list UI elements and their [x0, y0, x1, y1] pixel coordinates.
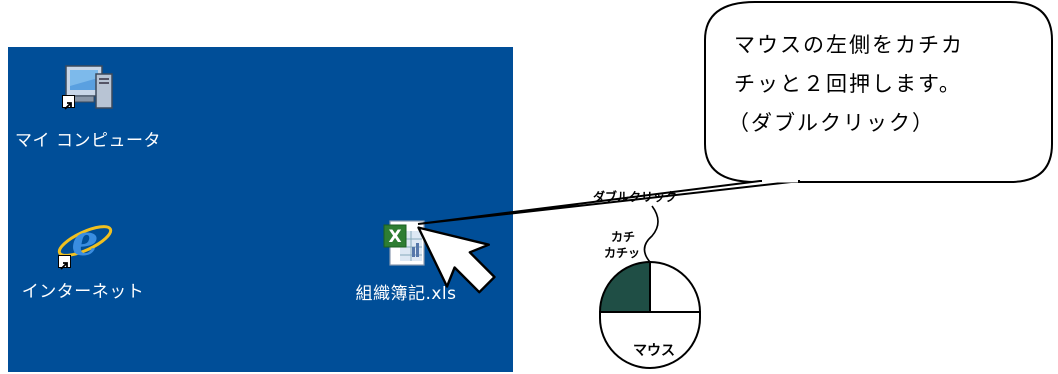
my-computer-icon — [65, 65, 113, 109]
desktop-icon-my-computer[interactable]: マイ コンピュータ — [8, 60, 168, 151]
desktop-icon-label: マイ コンピュータ — [15, 131, 161, 151]
internet-explorer-icon: e — [57, 216, 113, 265]
callout-line: マウスの左側をカチカ — [734, 33, 964, 57]
svg-text:X: X — [388, 227, 401, 247]
shortcut-arrow-icon — [62, 95, 75, 110]
callout-text: マウスの左側をカチカ チッと２回押します。 （ダブルクリック） — [728, 26, 1058, 143]
desktop: マイ コンピュータ e インターネット X 組織簿記.xls — [8, 47, 513, 372]
click-sound-label-2: カチッ — [604, 246, 641, 260]
mouse-double-click-label: ダブルクリック — [593, 190, 678, 204]
desktop-icon-excel-file[interactable]: X 組織簿記.xls — [326, 217, 486, 304]
mouse-icon — [598, 205, 702, 369]
cursor-arrow-icon — [417, 226, 496, 294]
mouse-label: マウス — [633, 343, 675, 359]
callout-line: （ダブルクリック） — [728, 111, 935, 135]
shortcut-arrow-icon — [58, 255, 71, 270]
excel-file-icon: X — [383, 220, 425, 266]
desktop-icon-internet[interactable]: e インターネット — [8, 215, 158, 302]
svg-text:e: e — [72, 216, 99, 265]
click-sound-label-1: カチ — [611, 230, 636, 244]
desktop-icon-label: 組織簿記.xls — [355, 284, 457, 304]
desktop-icon-label: インターネット — [21, 282, 145, 302]
callout-line: チッと２回押します。 — [734, 72, 962, 96]
